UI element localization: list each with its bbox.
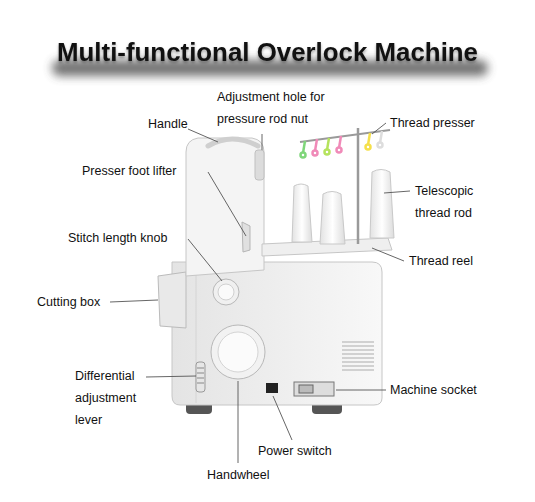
part-label: Differential adjustment lever: [75, 365, 151, 431]
part-label: Handle: [148, 113, 188, 135]
thread-guides: [301, 131, 383, 158]
thread-cone: [370, 170, 394, 239]
handle: [208, 139, 258, 146]
part-label: Cutting box: [37, 291, 100, 313]
part-label: Thread reel: [409, 250, 473, 272]
differential-lever: [196, 362, 205, 392]
thread-cone: [292, 184, 312, 242]
part-label: Adjustment hole for pressure rod nut: [217, 86, 357, 130]
power-switch: [266, 383, 278, 393]
part-label: Presser foot lifter: [82, 160, 176, 182]
part-label: Stitch length knob: [68, 227, 167, 249]
part-label: Power switch: [258, 440, 332, 462]
machine-body: [172, 262, 382, 405]
handwheel: [218, 332, 258, 372]
machine-socket: [294, 382, 334, 396]
part-label: Handwheel: [207, 464, 270, 486]
machine-head: [186, 138, 264, 276]
title: Multi-functional Overlock Machine: [57, 38, 478, 67]
cutting-box: [158, 272, 186, 328]
stitch-knob: [218, 284, 234, 300]
presser-lifter: [242, 222, 250, 252]
thread-guide-bar: [300, 130, 390, 142]
telescopic-rod: [357, 128, 360, 244]
vent-grill: [342, 342, 374, 370]
part-label: Telescopic thread rod: [415, 180, 491, 224]
adjust-hole: [255, 150, 264, 180]
part-label: Thread presser: [390, 112, 475, 134]
stitch-knob: [213, 279, 239, 305]
part-label: Machine socket: [390, 379, 477, 401]
handwheel: [211, 325, 265, 379]
thread-cone: [320, 192, 345, 245]
